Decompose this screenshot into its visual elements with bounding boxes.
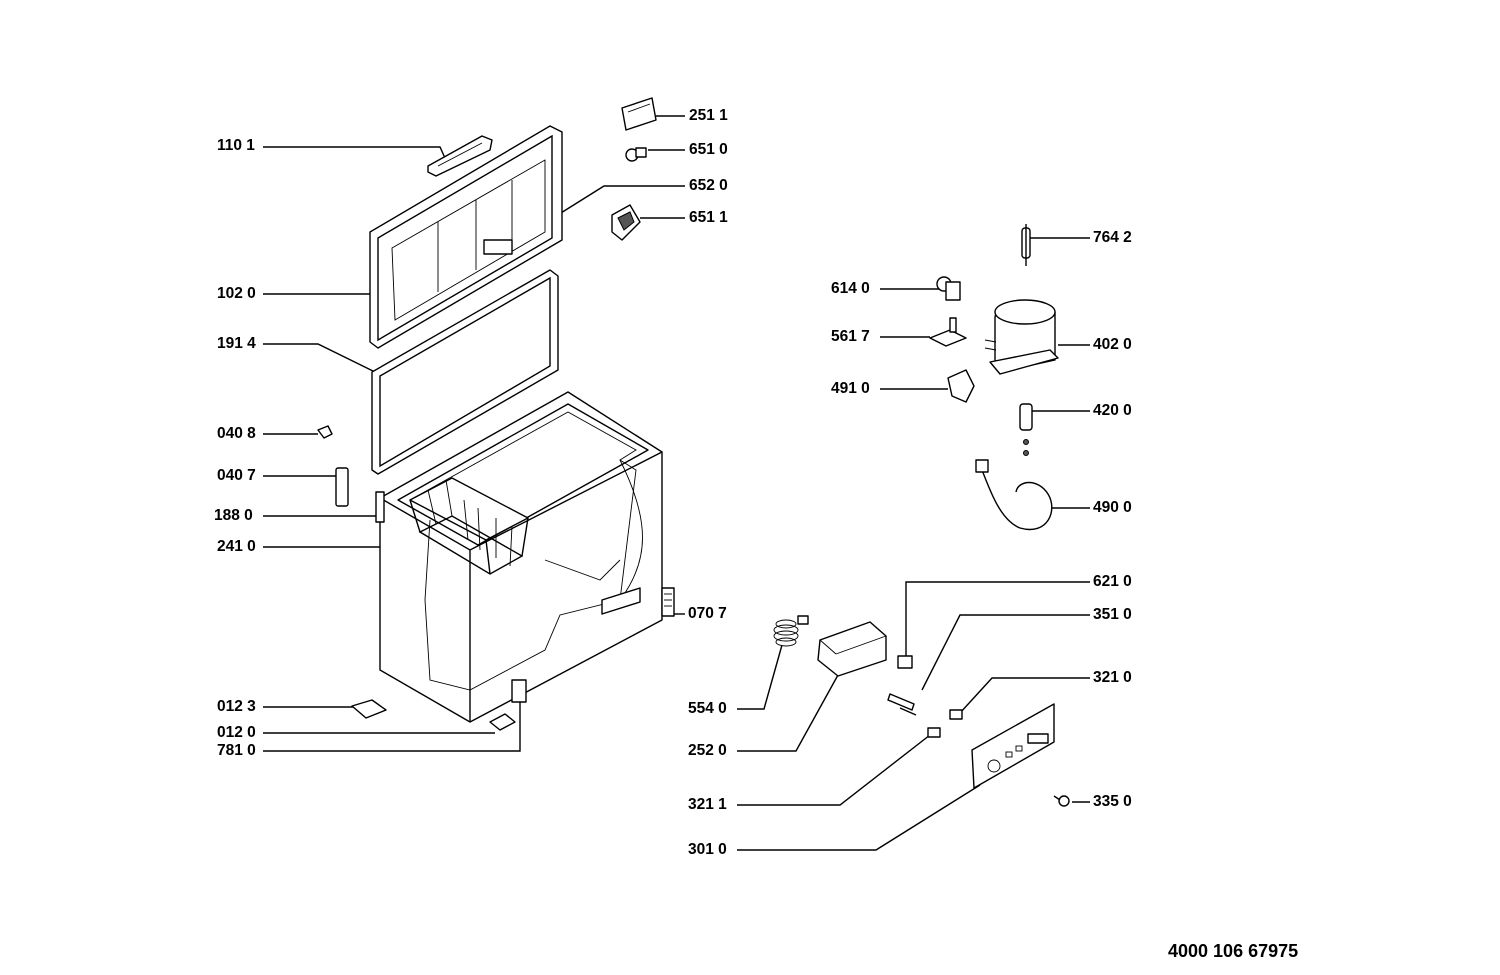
part-label-252-0: 252 0 (688, 742, 727, 759)
part-label-764-2: 764 2 (1093, 229, 1132, 246)
hinge-cover (335, 467, 349, 507)
capacitor (1019, 403, 1033, 431)
power-cord (981, 469, 1053, 531)
wire-basket (409, 477, 529, 575)
part-label-651-0: 651 0 (689, 141, 728, 158)
part-label-321-1: 321 1 (688, 796, 727, 813)
part-label-102-0: 102 0 (217, 285, 256, 302)
indicator-lamp (949, 709, 963, 720)
part-label-652-0: 652 0 (689, 177, 728, 194)
part-label-191-4: 191 4 (217, 335, 256, 352)
screw (1058, 795, 1070, 807)
part-label-420-0: 420 0 (1093, 402, 1132, 419)
part-label-614-0: 614 0 (831, 280, 870, 297)
terminal-cover (947, 369, 975, 403)
part-label-321-0: 321 0 (1093, 669, 1132, 686)
part-label-040-8: 040 8 (217, 425, 256, 442)
indicator-lamp-2 (927, 727, 941, 738)
part-label-012-3: 012 3 (217, 698, 256, 715)
sensor (887, 693, 915, 711)
connector (897, 655, 913, 669)
part-label-402-0: 402 0 (1093, 336, 1132, 353)
part-label-781-0: 781 0 (217, 742, 256, 759)
part-label-621-0: 621 0 (1093, 573, 1132, 590)
part-label-110-1: 110 1 (217, 137, 255, 154)
part-label-490-0: 490 0 (1093, 499, 1132, 516)
part-label-491-0: 491 0 (831, 380, 870, 397)
part-label-040-7: 040 7 (217, 467, 256, 484)
part-label-651-1: 651 1 (689, 209, 728, 226)
part-label-251-1: 251 1 (689, 107, 728, 124)
lid-gasket (371, 269, 559, 475)
lid (369, 125, 563, 349)
part-label-301-0: 301 0 (688, 841, 727, 858)
compressor (984, 299, 1059, 375)
part-label-070-7: 070 7 (688, 605, 727, 622)
thermostat-knob-cover (621, 97, 657, 131)
part-label-012-0: 012 0 (217, 724, 256, 741)
part-label-561-7: 561 7 (831, 328, 870, 345)
part-label-554-0: 554 0 (688, 700, 727, 717)
part-label-335-0: 335 0 (1093, 793, 1132, 810)
thermostat-spring (773, 615, 809, 647)
part-label-241-0: 241 0 (217, 538, 256, 555)
foot-bracket (351, 699, 387, 719)
hinge-clip (317, 425, 333, 439)
document-number: 4000 106 67975 (1168, 941, 1299, 961)
overload-protector (929, 329, 967, 347)
control-box (817, 621, 887, 677)
part-label-188-0: 188 0 (214, 507, 253, 524)
part-label-351-0: 351 0 (1093, 606, 1132, 623)
control-panel (971, 703, 1055, 789)
